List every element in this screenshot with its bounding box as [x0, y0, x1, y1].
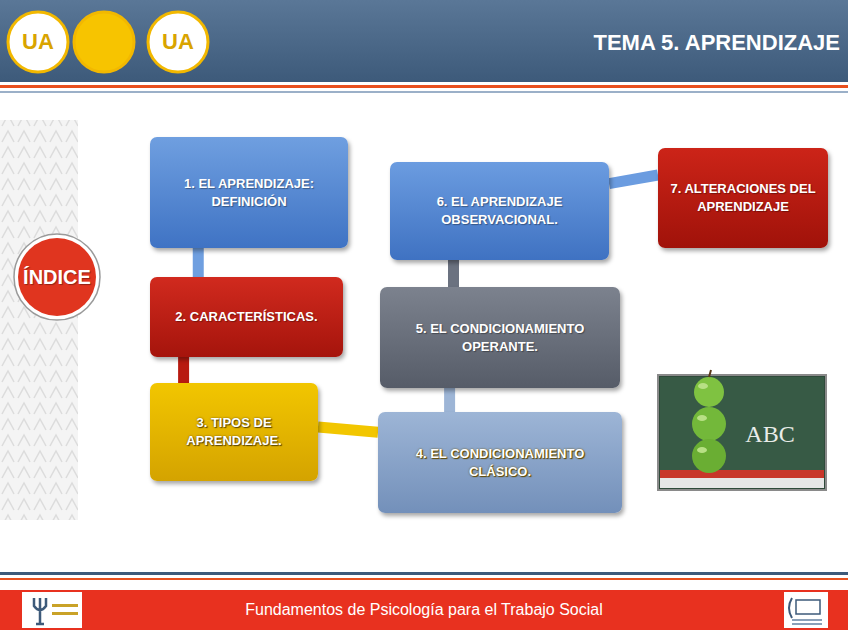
connector-bar	[609, 175, 658, 184]
header-rule	[0, 91, 848, 93]
topic-label: 6. EL APRENDIZAJE OBSERVACIONAL.	[400, 193, 599, 228]
connector-bar	[448, 260, 459, 287]
logo-text: UA	[22, 29, 54, 55]
logo-circle	[74, 12, 134, 72]
topic-box: 7. ALTERACIONES DEL APRENDIZAJE	[658, 148, 828, 248]
connector-bar	[193, 248, 204, 277]
footer-rule	[0, 572, 848, 575]
header-rule	[0, 85, 848, 88]
pattern-strip	[0, 120, 78, 520]
footer-logo	[22, 592, 82, 628]
topic-label: 7. ALTERACIONES DEL APRENDIZAJE	[668, 180, 818, 215]
topic-label: 2. CARACTERÍSTICAS.	[175, 308, 317, 326]
topic-box: 5. EL CONDICIONAMIENTO OPERANTE.	[380, 287, 620, 388]
footer-text: Fundamentos de Psicología para el Trabaj…	[245, 601, 603, 619]
logo-text: UA	[162, 29, 194, 55]
topic-label: 1. EL APRENDIZAJE: DEFINICIÓN	[160, 175, 338, 210]
header-band	[0, 0, 848, 82]
footer-band	[0, 590, 848, 630]
connector-bar	[318, 427, 378, 432]
chalkboard-photo	[658, 370, 826, 490]
topic-box: 3. TIPOS DE APRENDIZAJE.	[150, 383, 318, 481]
index-circle: ÍNDICE	[12, 232, 102, 322]
connector-bar	[444, 388, 455, 412]
logo-circle	[8, 12, 68, 72]
footer-logo	[784, 592, 828, 628]
slide-title: TEMA 5. APRENDIZAJE	[593, 30, 840, 56]
topic-label: 3. TIPOS DE APRENDIZAJE.	[160, 414, 308, 449]
topic-box: 4. EL CONDICIONAMIENTO CLÁSICO.	[378, 412, 622, 513]
logo-circle	[148, 12, 208, 72]
chalk-text: ABC	[745, 421, 794, 448]
footer-rule	[0, 578, 848, 580]
topic-label: 4. EL CONDICIONAMIENTO CLÁSICO.	[388, 445, 612, 480]
index-label: ÍNDICE	[23, 264, 91, 291]
connector-bar	[178, 357, 189, 383]
topic-box: 6. EL APRENDIZAJE OBSERVACIONAL.	[390, 162, 609, 260]
topic-box: 1. EL APRENDIZAJE: DEFINICIÓN	[150, 137, 348, 248]
topic-label: 5. EL CONDICIONAMIENTO OPERANTE.	[390, 320, 610, 355]
topic-box: 2. CARACTERÍSTICAS.	[150, 277, 343, 357]
